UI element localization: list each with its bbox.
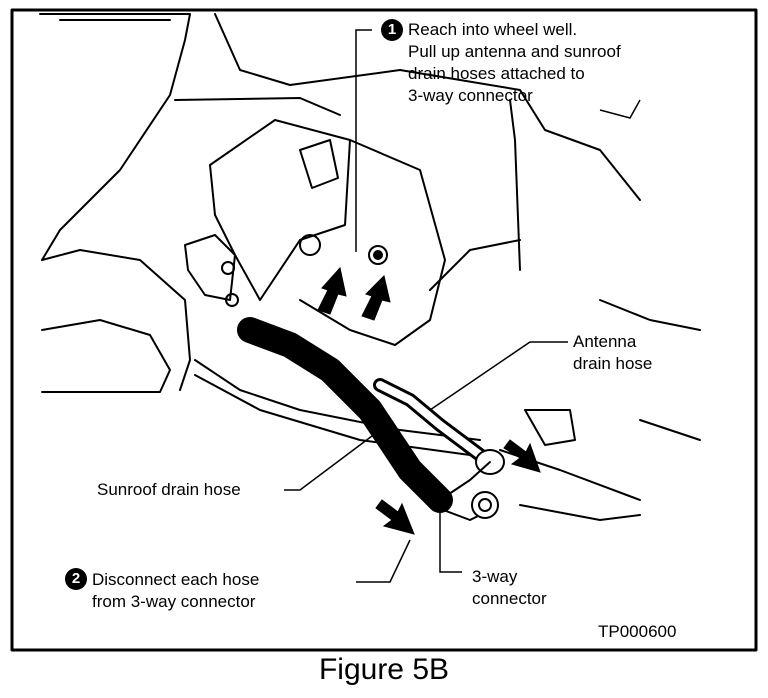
- leader-antenna: [429, 341, 568, 411]
- step-2-badge: 2: [65, 568, 87, 590]
- step-1-line-3: drain hoses attached to: [408, 64, 585, 83]
- antenna-hose-label-1: Antenna: [573, 332, 637, 351]
- leader-sunroof: [284, 429, 381, 491]
- body-sill: [194, 359, 481, 441]
- sunroof-hose-label: Sunroof drain hose: [97, 480, 241, 499]
- leader-connector: [439, 512, 462, 573]
- figure-code: TP000600: [598, 622, 677, 641]
- disconnect-arrow-1: [375, 499, 415, 535]
- sunroof-drain-hose: [237, 317, 453, 513]
- three-way-connector: [429, 449, 505, 521]
- figure-frame: [10, 8, 758, 652]
- connector-label-1: 3-way: [472, 567, 518, 586]
- step-2-line-1: Disconnect each hose: [92, 570, 260, 589]
- disconnect-arrow-2: [503, 439, 541, 473]
- antenna-hose-label-2: drain hose: [573, 354, 653, 373]
- figure-caption: Figure 5B: [318, 653, 450, 686]
- step-1-line-1: Reach into wheel well.: [408, 20, 578, 39]
- fender-panel: [39, 13, 191, 261]
- hose-clip: [524, 409, 576, 446]
- leader-step-2: [356, 539, 411, 583]
- connector-label-2: connector: [472, 589, 547, 608]
- body-cavity: [214, 13, 641, 201]
- step-2-line-2: from 3-way connector: [92, 592, 256, 611]
- step-1-line-4: 3-way connector: [408, 86, 533, 105]
- step-1-badge: 1: [381, 19, 403, 41]
- pull-arrow-1: [317, 266, 347, 315]
- pull-arrow-2: [361, 275, 391, 321]
- step-1-line-2: Pull up antenna and sunroof: [408, 42, 621, 61]
- leader-step-1: [355, 29, 372, 252]
- mount-bracket: [209, 119, 351, 301]
- leader-step-1-right: [599, 99, 641, 119]
